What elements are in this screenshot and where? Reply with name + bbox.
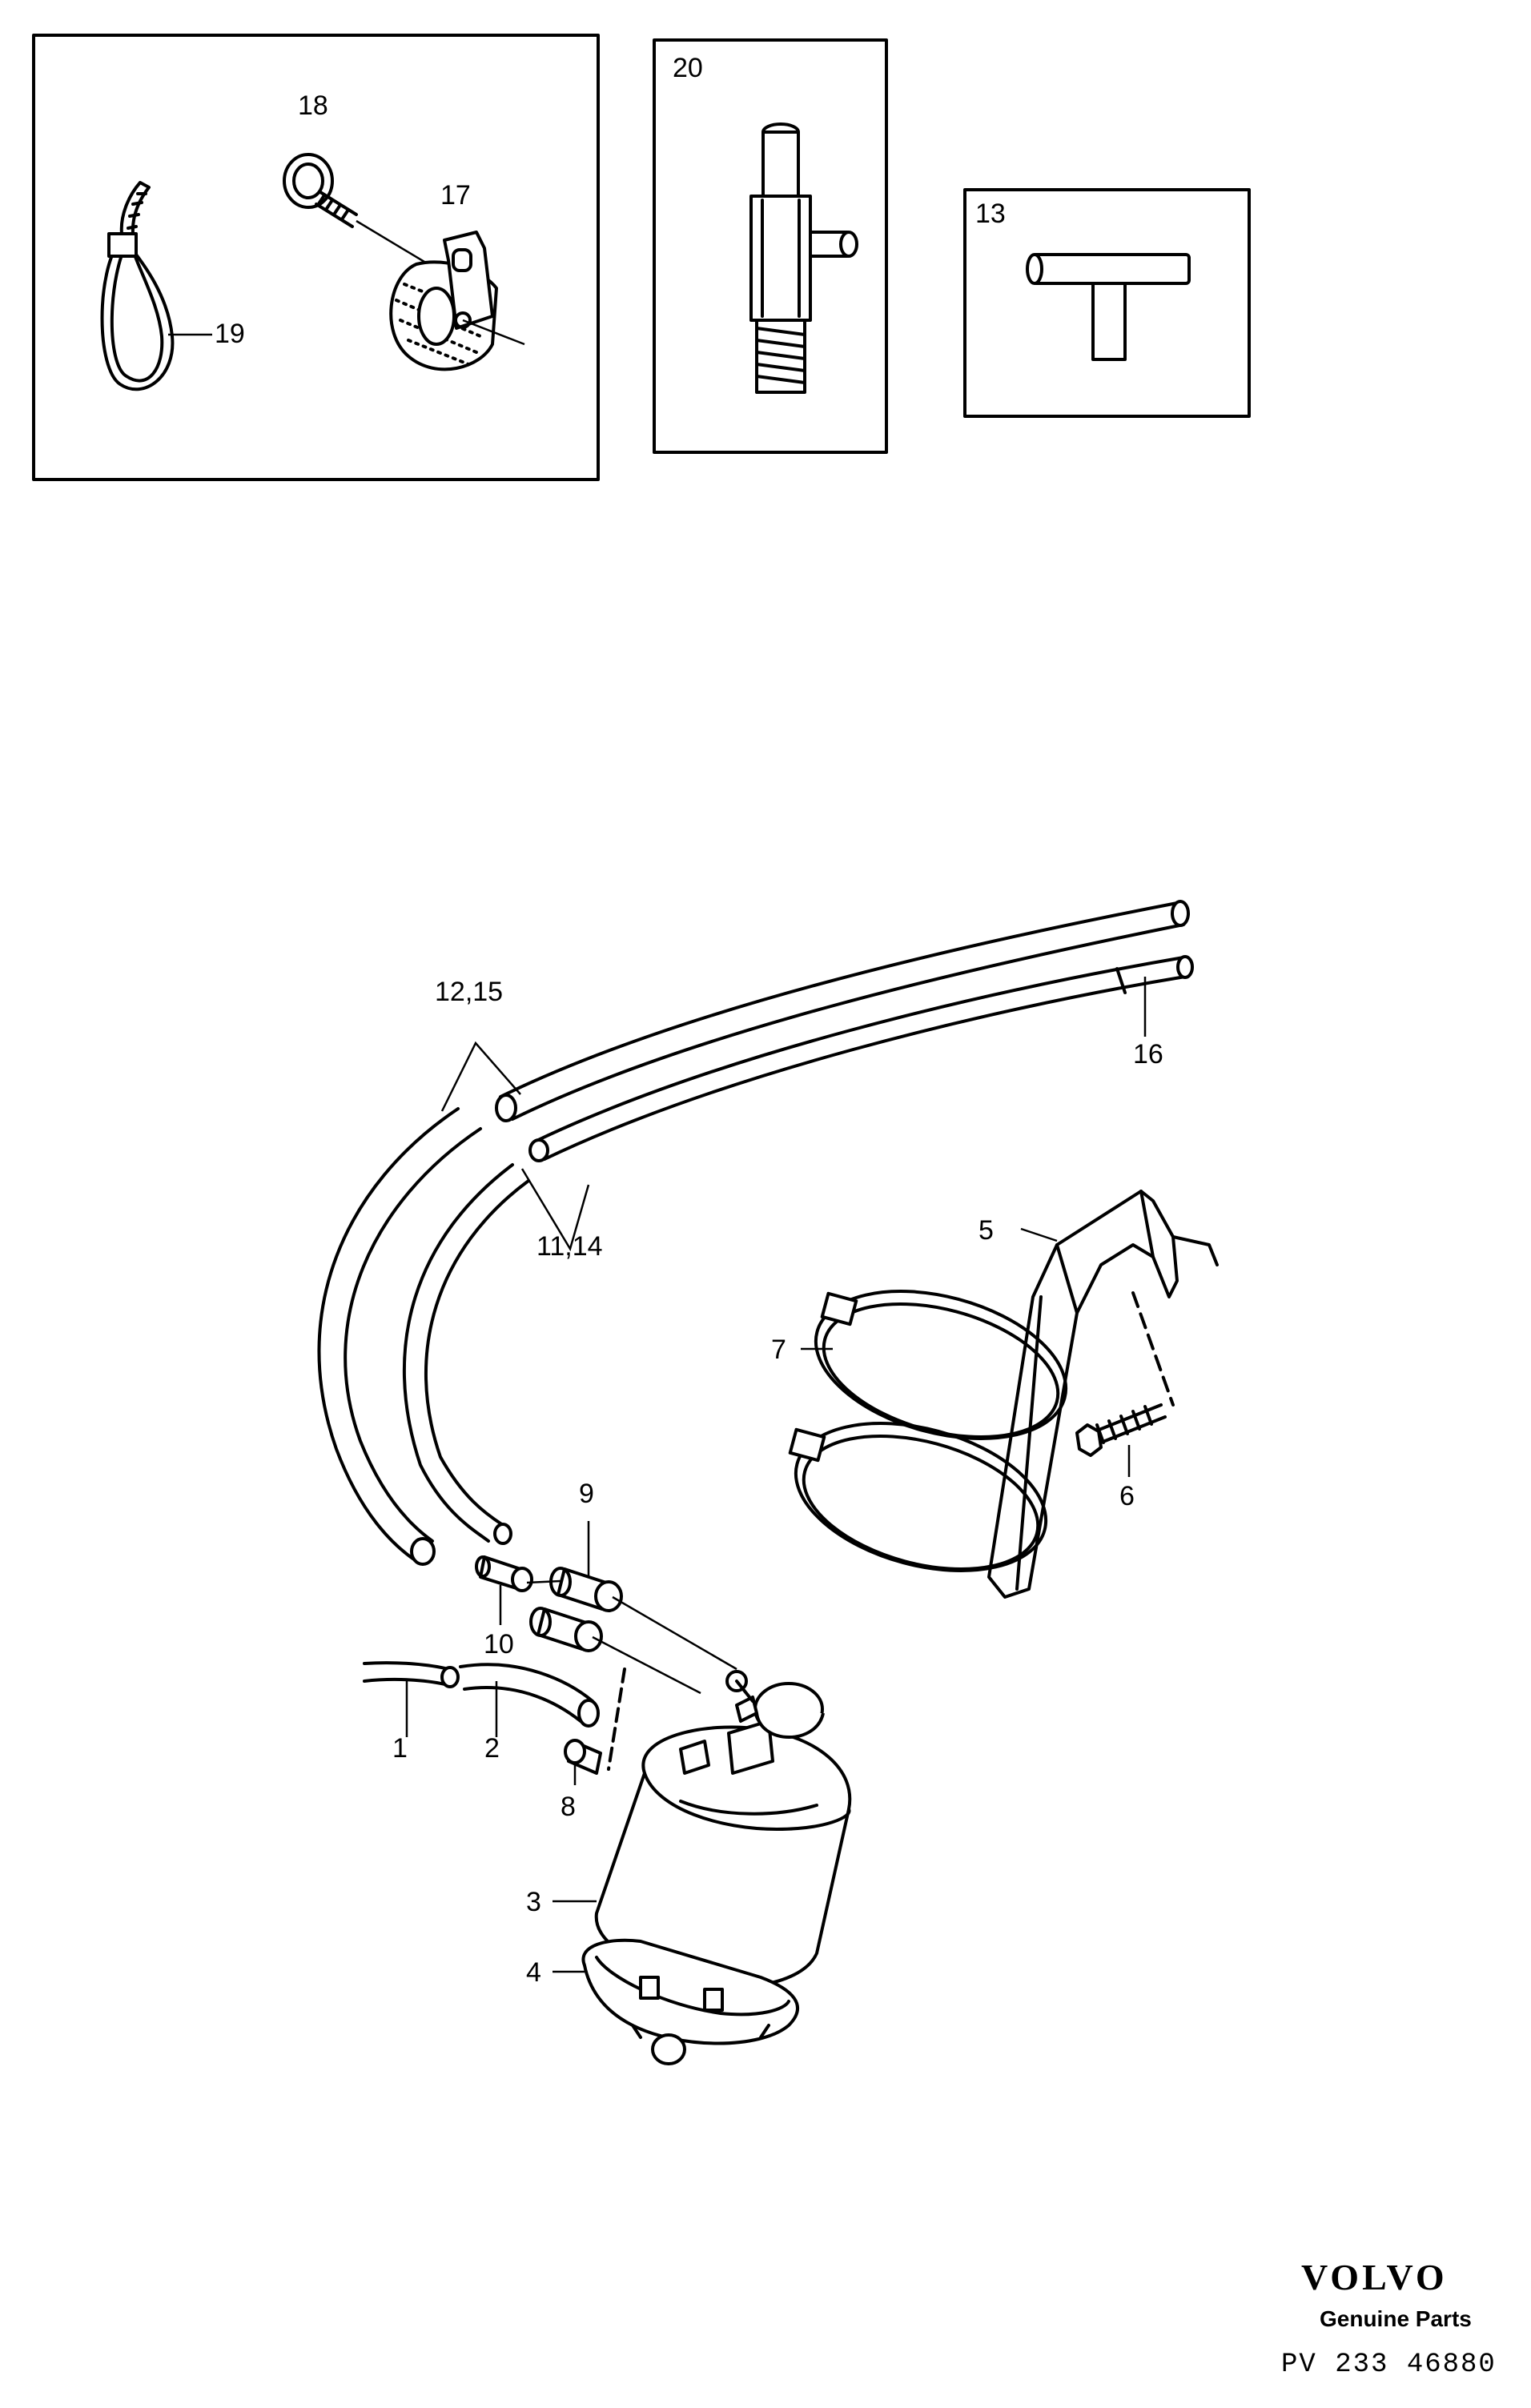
label-11-14: 11,14 (536, 1231, 603, 1262)
brand-logo: VOLVO (1301, 2257, 1448, 2298)
label-7: 7 (771, 1334, 786, 1365)
label-18: 18 (298, 90, 328, 121)
hose-part-1 (363, 1661, 460, 1688)
diagram-code: PV 233 46880 (1281, 2350, 1497, 2380)
clamp-bands-part-7 (788, 1290, 1068, 1572)
hose-pieces-part-9 (529, 1567, 623, 1652)
pipe-nipple-part-20 (749, 122, 858, 394)
label-19: 19 (215, 319, 245, 349)
vacuum-hoses (317, 900, 1194, 1566)
inset-box-tee (963, 188, 1251, 418)
p-clamp-part-17 (389, 231, 498, 371)
label-9: 9 (579, 1479, 594, 1509)
label-8: 8 (561, 1792, 576, 1822)
label-12-15: 12,15 (435, 977, 503, 1007)
label-4: 4 (526, 1957, 541, 1988)
label-2: 2 (484, 1733, 500, 1764)
tee-connector-part-13 (1026, 253, 1191, 361)
hose-part-2 (459, 1663, 600, 1728)
hose-piece-part-8 (564, 1739, 602, 1775)
cable-tie-part (100, 181, 175, 391)
label-1: 1 (392, 1733, 408, 1764)
label-10: 10 (484, 1629, 514, 1660)
label-16: 16 (1133, 1039, 1163, 1070)
canister-bracket-part-5 (987, 1190, 1219, 1599)
label-5: 5 (978, 1215, 994, 1246)
inset-box-clamps (32, 34, 600, 481)
label-3: 3 (526, 1887, 541, 1917)
inset-box-nipple (653, 38, 888, 454)
screw-part-6 (1075, 1291, 1175, 1457)
brand-tagline: Genuine Parts (1320, 2306, 1472, 2331)
label-17: 17 (440, 180, 471, 211)
label-6: 6 (1119, 1481, 1135, 1511)
canister-cap-part-4 (581, 1938, 799, 2065)
connector-part-10 (475, 1555, 533, 1592)
label-13: 13 (975, 199, 1006, 229)
screw-part-18 (283, 153, 358, 228)
label-20: 20 (673, 53, 703, 83)
